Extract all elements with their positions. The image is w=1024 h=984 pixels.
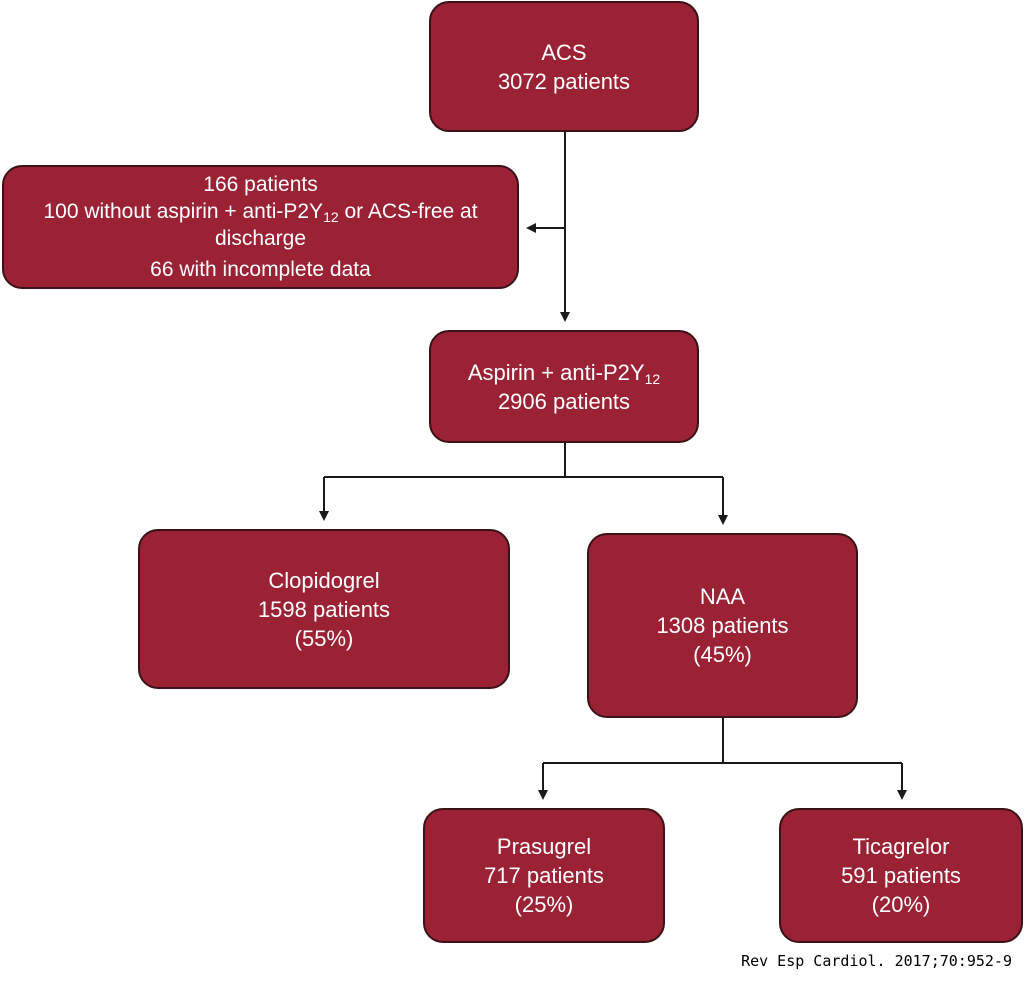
prasugrel-percent: (25%)	[514, 892, 574, 917]
aspirin-title-text: Aspirin + anti-P2Y	[467, 359, 645, 385]
aspirin-title-subscript: 12	[644, 370, 661, 387]
naa-percent: (45%)	[693, 642, 752, 667]
aspirin-node: Aspirin + anti-P2Y12 2906 patients	[429, 330, 699, 443]
acs-count: 3072 patients	[497, 68, 631, 94]
acs-title: ACS	[541, 39, 587, 65]
aspirin-title: Aspirin + anti-P2Y12	[468, 358, 660, 387]
naa-title: NAA	[699, 584, 746, 609]
naa-node: NAA 1308 patients (45%)	[587, 533, 858, 718]
excluded-no-therapy-subscript: 12	[323, 209, 339, 225]
ticagrelor-count: 591 patients	[841, 863, 961, 888]
aspirin-count: 2906 patients	[497, 388, 631, 414]
excluded-discharge-line: discharge	[214, 227, 307, 250]
excluded-node: 166 patients 100 without aspirin + anti-…	[2, 165, 519, 289]
clopidogrel-node: Clopidogrel 1598 patients (55%)	[138, 529, 510, 689]
clopidogrel-percent: (55%)	[294, 625, 354, 651]
ticagrelor-title: Ticagrelor	[852, 834, 950, 859]
prasugrel-node: Prasugrel 717 patients (25%)	[423, 808, 665, 943]
excluded-incomplete-line: 66 with incomplete data	[150, 258, 371, 281]
acs-node: ACS 3072 patients	[429, 1, 699, 132]
excluded-no-therapy-line: 100 without aspirin + anti-P2Y12 or ACS-…	[43, 198, 477, 225]
excluded-no-therapy-text-end: or ACS-free at	[338, 200, 478, 223]
prasugrel-title: Prasugrel	[496, 834, 592, 859]
ticagrelor-percent: (20%)	[871, 892, 931, 917]
excluded-no-therapy-text: 100 without aspirin + anti-P2Y	[43, 200, 324, 223]
clopidogrel-title: Clopidogrel	[268, 567, 380, 593]
excluded-total: 166 patients	[203, 173, 318, 196]
clopidogrel-count: 1598 patients	[257, 596, 391, 622]
journal-citation: Rev Esp Cardiol. 2017;70:952-9	[741, 952, 1012, 970]
prasugrel-count: 717 patients	[484, 863, 604, 888]
ticagrelor-node: Ticagrelor 591 patients (20%)	[779, 808, 1023, 943]
naa-count: 1308 patients	[656, 613, 789, 638]
